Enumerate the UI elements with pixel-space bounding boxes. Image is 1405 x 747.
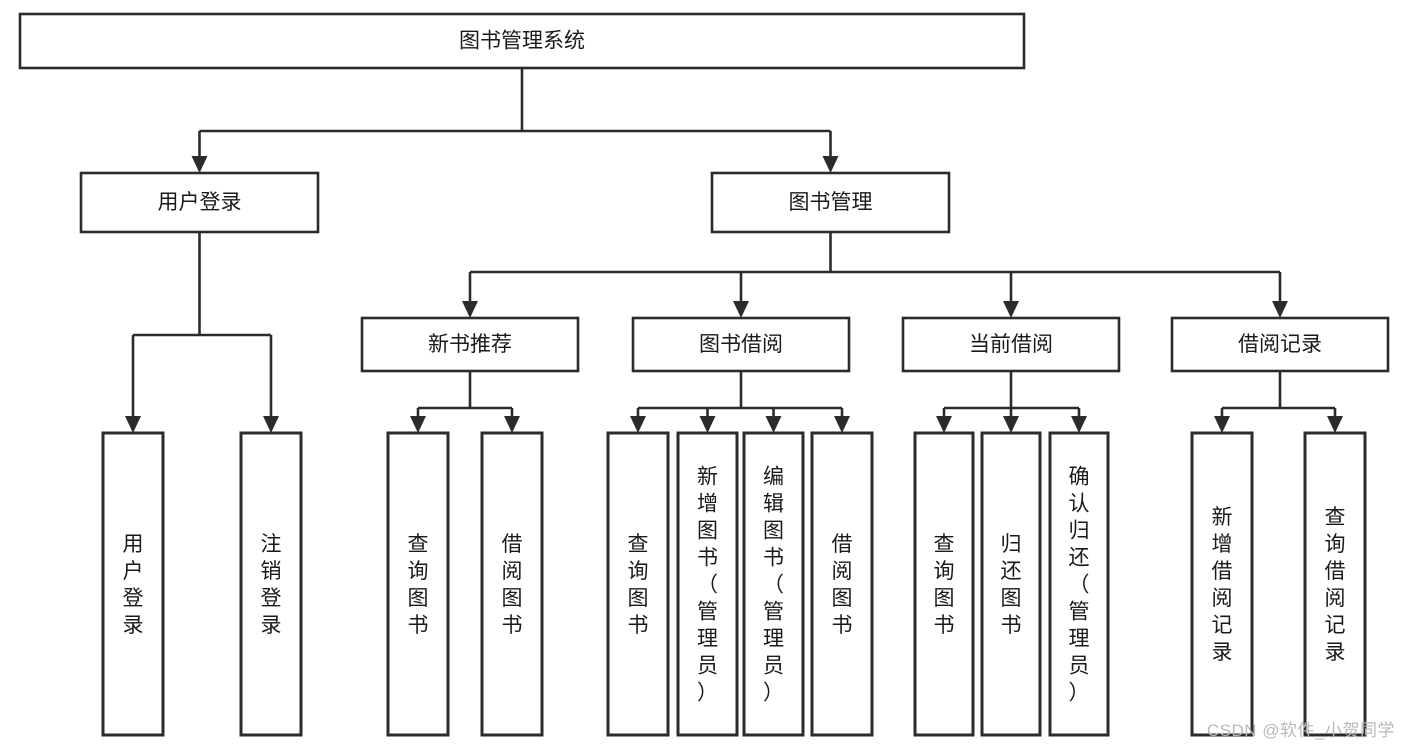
node-label: 图书借阅 [699, 333, 783, 356]
node-box[interactable] [606, 431, 670, 737]
node-e696b0e4b9a6e68ea8e88d90[interactable]: 新书推荐 [360, 316, 580, 373]
arrow-head-icon [1272, 301, 1288, 318]
watermark-text: CSDN @软件_小贺同学 [1206, 721, 1395, 740]
arrow-head-icon [504, 416, 520, 433]
node-box[interactable] [101, 431, 165, 737]
node-box[interactable] [386, 431, 450, 737]
node-box[interactable] [810, 431, 874, 737]
node-box[interactable] [480, 431, 544, 737]
arrow-head-icon [1003, 416, 1019, 433]
node-e6b3a8e99480e799bbe5bd95[interactable]: 注销登录 [239, 431, 303, 737]
node-label: 查询图书 [408, 533, 429, 637]
node-e5bd92e8bf98e59bbee4b9a6[interactable]: 归还图书 [980, 431, 1042, 737]
node-label: 借阅图书 [502, 533, 523, 637]
node-label: 用户登录 [158, 191, 242, 214]
arrow-head-icon [765, 416, 782, 433]
node-box[interactable] [239, 431, 303, 737]
arrow-head-icon [125, 416, 141, 433]
nodes-layer: 图书管理系统用户登录用户登录注销登录图书管理新书推荐查询图书借阅图书图书借阅查询… [18, 12, 1390, 737]
node-label: 归还图书 [1001, 533, 1022, 637]
node-label: 新增借阅记录 [1212, 506, 1233, 664]
arrow-head-icon [410, 416, 426, 433]
arrow-head-icon [699, 416, 716, 433]
arrow-head-icon [822, 156, 839, 173]
node-label: 当前借阅 [969, 333, 1053, 356]
arrow-head-icon [1071, 416, 1087, 433]
connectors-layer [125, 68, 1343, 433]
node-box[interactable] [676, 431, 739, 737]
arrow-head-icon [263, 416, 279, 433]
node-box[interactable] [18, 12, 1026, 70]
node-box[interactable] [1190, 431, 1254, 737]
node-e69fa5e8afa2e59bbee4b9a6[interactable]: 查询图书 [386, 431, 450, 737]
node-e696b0e5a29ee59bbee4b9a6[interactable]: 新增图书（管理员） [676, 431, 739, 737]
arrow-head-icon [1214, 416, 1230, 433]
node-label: 借阅图书 [832, 533, 853, 637]
node-e59bbee4b9a6e7aea1e79086[interactable]: 图书管理系统 [18, 12, 1026, 70]
node-box[interactable] [1303, 431, 1367, 737]
node-e59bbee4b9a6e7aea1e79086[interactable]: 图书管理 [710, 171, 951, 234]
node-label: 查询图书 [934, 533, 955, 637]
arrow-head-icon [834, 416, 850, 433]
node-e69fa5e8afa2e59bbee4b9a6[interactable]: 查询图书 [913, 431, 975, 737]
node-box[interactable] [742, 431, 805, 737]
node-box[interactable] [913, 431, 975, 737]
node-label: 确认归还（管理员） [1069, 466, 1090, 705]
node-box[interactable] [1048, 431, 1110, 737]
arrow-head-icon [936, 416, 952, 433]
node-label: 图书管理 [789, 191, 873, 214]
node-e696b0e5a29ee5809fe99885[interactable]: 新增借阅记录 [1190, 431, 1254, 737]
node-box[interactable] [710, 171, 951, 234]
arrow-head-icon [191, 156, 208, 173]
node-label: 查询图书 [628, 533, 649, 637]
arrow-head-icon [733, 301, 749, 318]
node-label: 查询借阅记录 [1325, 506, 1346, 664]
node-box[interactable] [980, 431, 1042, 737]
node-e5bd93e5898de5809fe99885[interactable]: 当前借阅 [901, 316, 1121, 373]
node-label: 借阅记录 [1238, 333, 1322, 356]
node-label: 注销登录 [261, 533, 282, 637]
node-label: 编辑图书（管理员） [763, 466, 784, 705]
arrow-head-icon [1003, 301, 1019, 318]
node-e5809fe99885e59bbee4b9a6[interactable]: 借阅图书 [810, 431, 874, 737]
node-box[interactable] [1170, 316, 1390, 373]
arrow-head-icon [1327, 416, 1343, 433]
node-box[interactable] [631, 316, 851, 373]
arrow-head-icon [630, 416, 646, 433]
node-e7a1aee8aea4e5bd92e8bf98[interactable]: 确认归还（管理员） [1048, 431, 1110, 737]
node-e794a8e688b7e799bbe5bd95[interactable]: 用户登录 [79, 171, 320, 234]
arrow-head-icon [462, 301, 478, 318]
node-e7bc96e8be91e59bbee4b9a6[interactable]: 编辑图书（管理员） [742, 431, 805, 737]
node-box[interactable] [901, 316, 1121, 373]
node-label: 新增图书（管理员） [697, 466, 718, 705]
node-e69fa5e8afa2e5809fe99885[interactable]: 查询借阅记录 [1303, 431, 1367, 737]
node-e59bbee4b9a6e5809fe99885[interactable]: 图书借阅 [631, 316, 851, 373]
node-e69fa5e8afa2e59bbee4b9a6[interactable]: 查询图书 [606, 431, 670, 737]
node-label: 用户登录 [123, 533, 144, 637]
node-e5809fe99885e59bbee4b9a6[interactable]: 借阅图书 [480, 431, 544, 737]
node-label: 图书管理系统 [459, 30, 585, 53]
node-e794a8e688b7e799bbe5bd95[interactable]: 用户登录 [101, 431, 165, 737]
node-box[interactable] [79, 171, 320, 234]
node-label: 新书推荐 [428, 333, 512, 356]
node-box[interactable] [360, 316, 580, 373]
node-e5809fe99885e8aeb0e5bd95[interactable]: 借阅记录 [1170, 316, 1390, 373]
